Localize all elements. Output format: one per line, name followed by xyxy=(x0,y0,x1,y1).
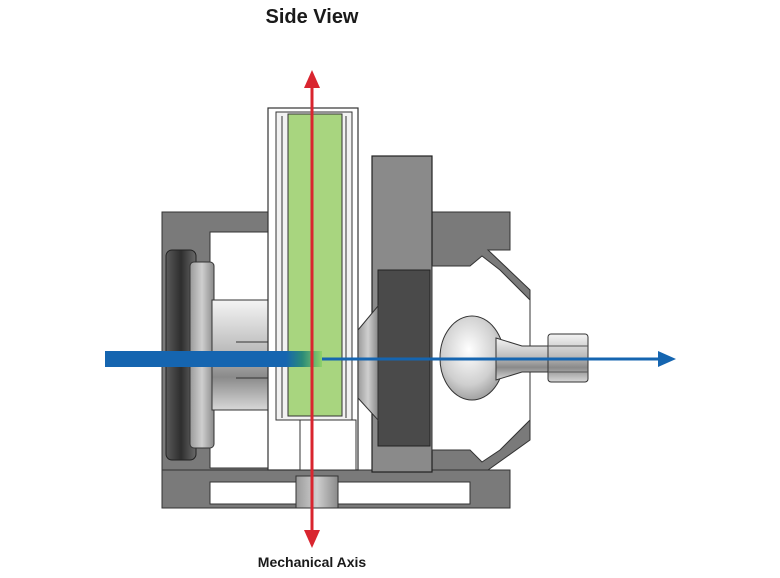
optic-filter xyxy=(287,113,343,417)
beam-transition xyxy=(286,351,322,367)
holder-foot xyxy=(299,419,357,471)
base-pin xyxy=(295,475,339,509)
housing-base-slot xyxy=(209,481,471,505)
mount-cone xyxy=(357,304,379,422)
axis-arrow-up xyxy=(304,70,320,88)
mechanical-axis xyxy=(304,70,320,548)
beam-arrow-head xyxy=(658,351,676,367)
axis-arrow-down xyxy=(304,530,320,548)
diagram-title: Side View xyxy=(265,6,359,28)
mount-block xyxy=(357,155,433,473)
optic-holder xyxy=(267,107,359,471)
beam-input xyxy=(105,351,290,367)
mechanical-axis-label: Mechanical Axis xyxy=(257,554,367,570)
